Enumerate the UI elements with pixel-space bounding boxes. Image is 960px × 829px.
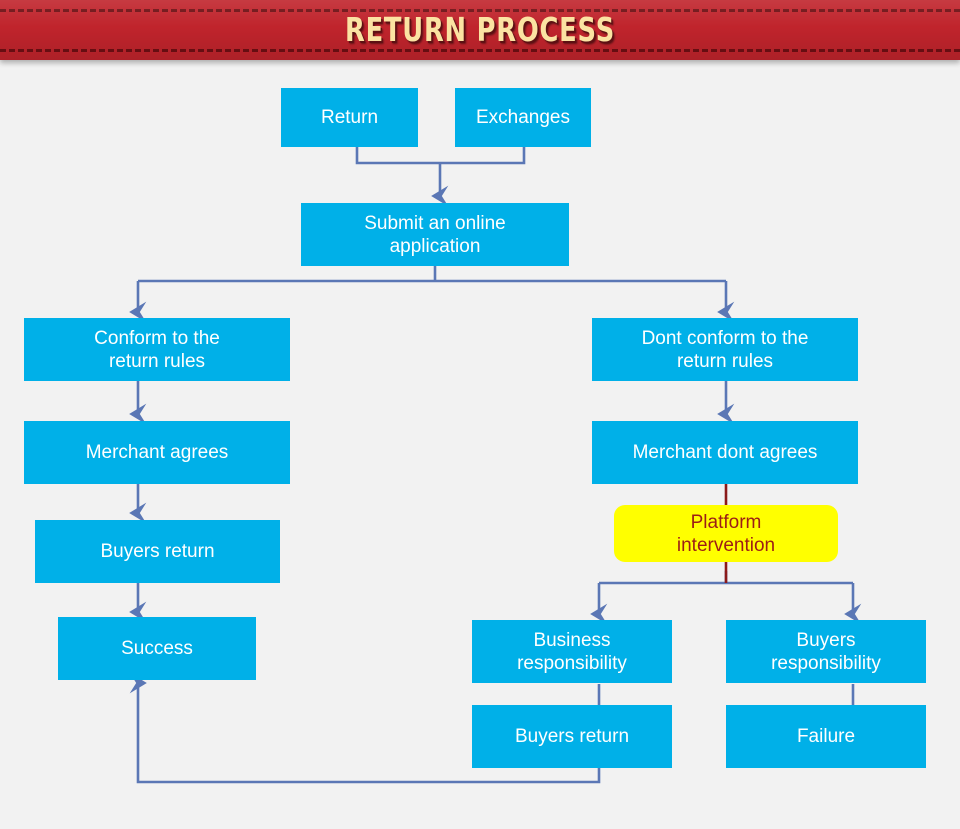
node-label: Platform intervention (676, 511, 776, 556)
page-title: RETURN PROCESS (344, 10, 616, 49)
node-label: Buyers return (514, 726, 630, 747)
node-label: Submit an online application (364, 212, 506, 257)
banner-dashed-line-top (0, 9, 960, 12)
node-label: Conform to the return rules (94, 327, 220, 372)
node-return[interactable]: Return (281, 88, 418, 147)
node-label: Exchanges (475, 107, 570, 128)
node-label: Success (121, 638, 193, 659)
banner-dashed-line-bottom (0, 49, 960, 52)
node-exchanges[interactable]: Exchanges (455, 88, 591, 147)
node-business-responsibility[interactable]: Business responsibility (472, 620, 672, 683)
node-merchant-agrees[interactable]: Merchant agrees (24, 421, 290, 484)
node-dont-conform-to-return-rules[interactable]: Dont conform to the return rules (592, 318, 858, 381)
node-label: Dont conform to the return rules (641, 327, 809, 372)
node-conform-to-return-rules[interactable]: Conform to the return rules (24, 318, 290, 381)
connector-lines (129, 147, 862, 784)
node-label: Return (320, 107, 379, 128)
banner-sheen (0, 0, 960, 60)
node-merchant-dont-agrees[interactable]: Merchant dont agrees (592, 421, 858, 484)
node-label: Business responsibility (517, 629, 627, 674)
header-banner: RETURN PROCESS (0, 0, 960, 60)
node-label: Merchant dont agrees (632, 442, 818, 463)
node-label: Buyers return (100, 541, 215, 562)
node-platform-intervention[interactable]: Platform intervention (614, 505, 838, 562)
node-buyers-return-right[interactable]: Buyers return (472, 705, 672, 768)
node-buyers-responsibility[interactable]: Buyers responsibility (726, 620, 926, 683)
node-failure[interactable]: Failure (726, 705, 926, 768)
flow-canvas: Return Exchanges Submit an online applic… (0, 60, 960, 829)
node-submit-online-application[interactable]: Submit an online application (301, 203, 569, 266)
node-success[interactable]: Success (58, 617, 256, 680)
node-label: Failure (796, 726, 856, 747)
node-label: Merchant agrees (85, 442, 229, 463)
node-buyers-return-left[interactable]: Buyers return (35, 520, 280, 583)
node-label: Buyers responsibility (771, 629, 881, 674)
